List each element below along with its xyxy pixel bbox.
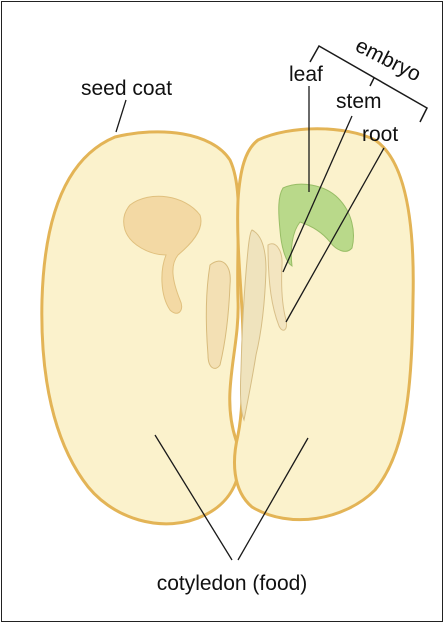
embryo-bracket-tick — [370, 78, 374, 86]
stem-label: stem — [336, 90, 382, 113]
seed-coat-pointer — [116, 100, 126, 132]
seed-coat-label: seed coat — [81, 77, 172, 100]
root-label: root — [362, 123, 398, 146]
cotyledon-label: cotyledon (food) — [157, 572, 308, 595]
leaf-label: leaf — [289, 63, 323, 86]
embryo-label: embryo — [352, 34, 425, 86]
